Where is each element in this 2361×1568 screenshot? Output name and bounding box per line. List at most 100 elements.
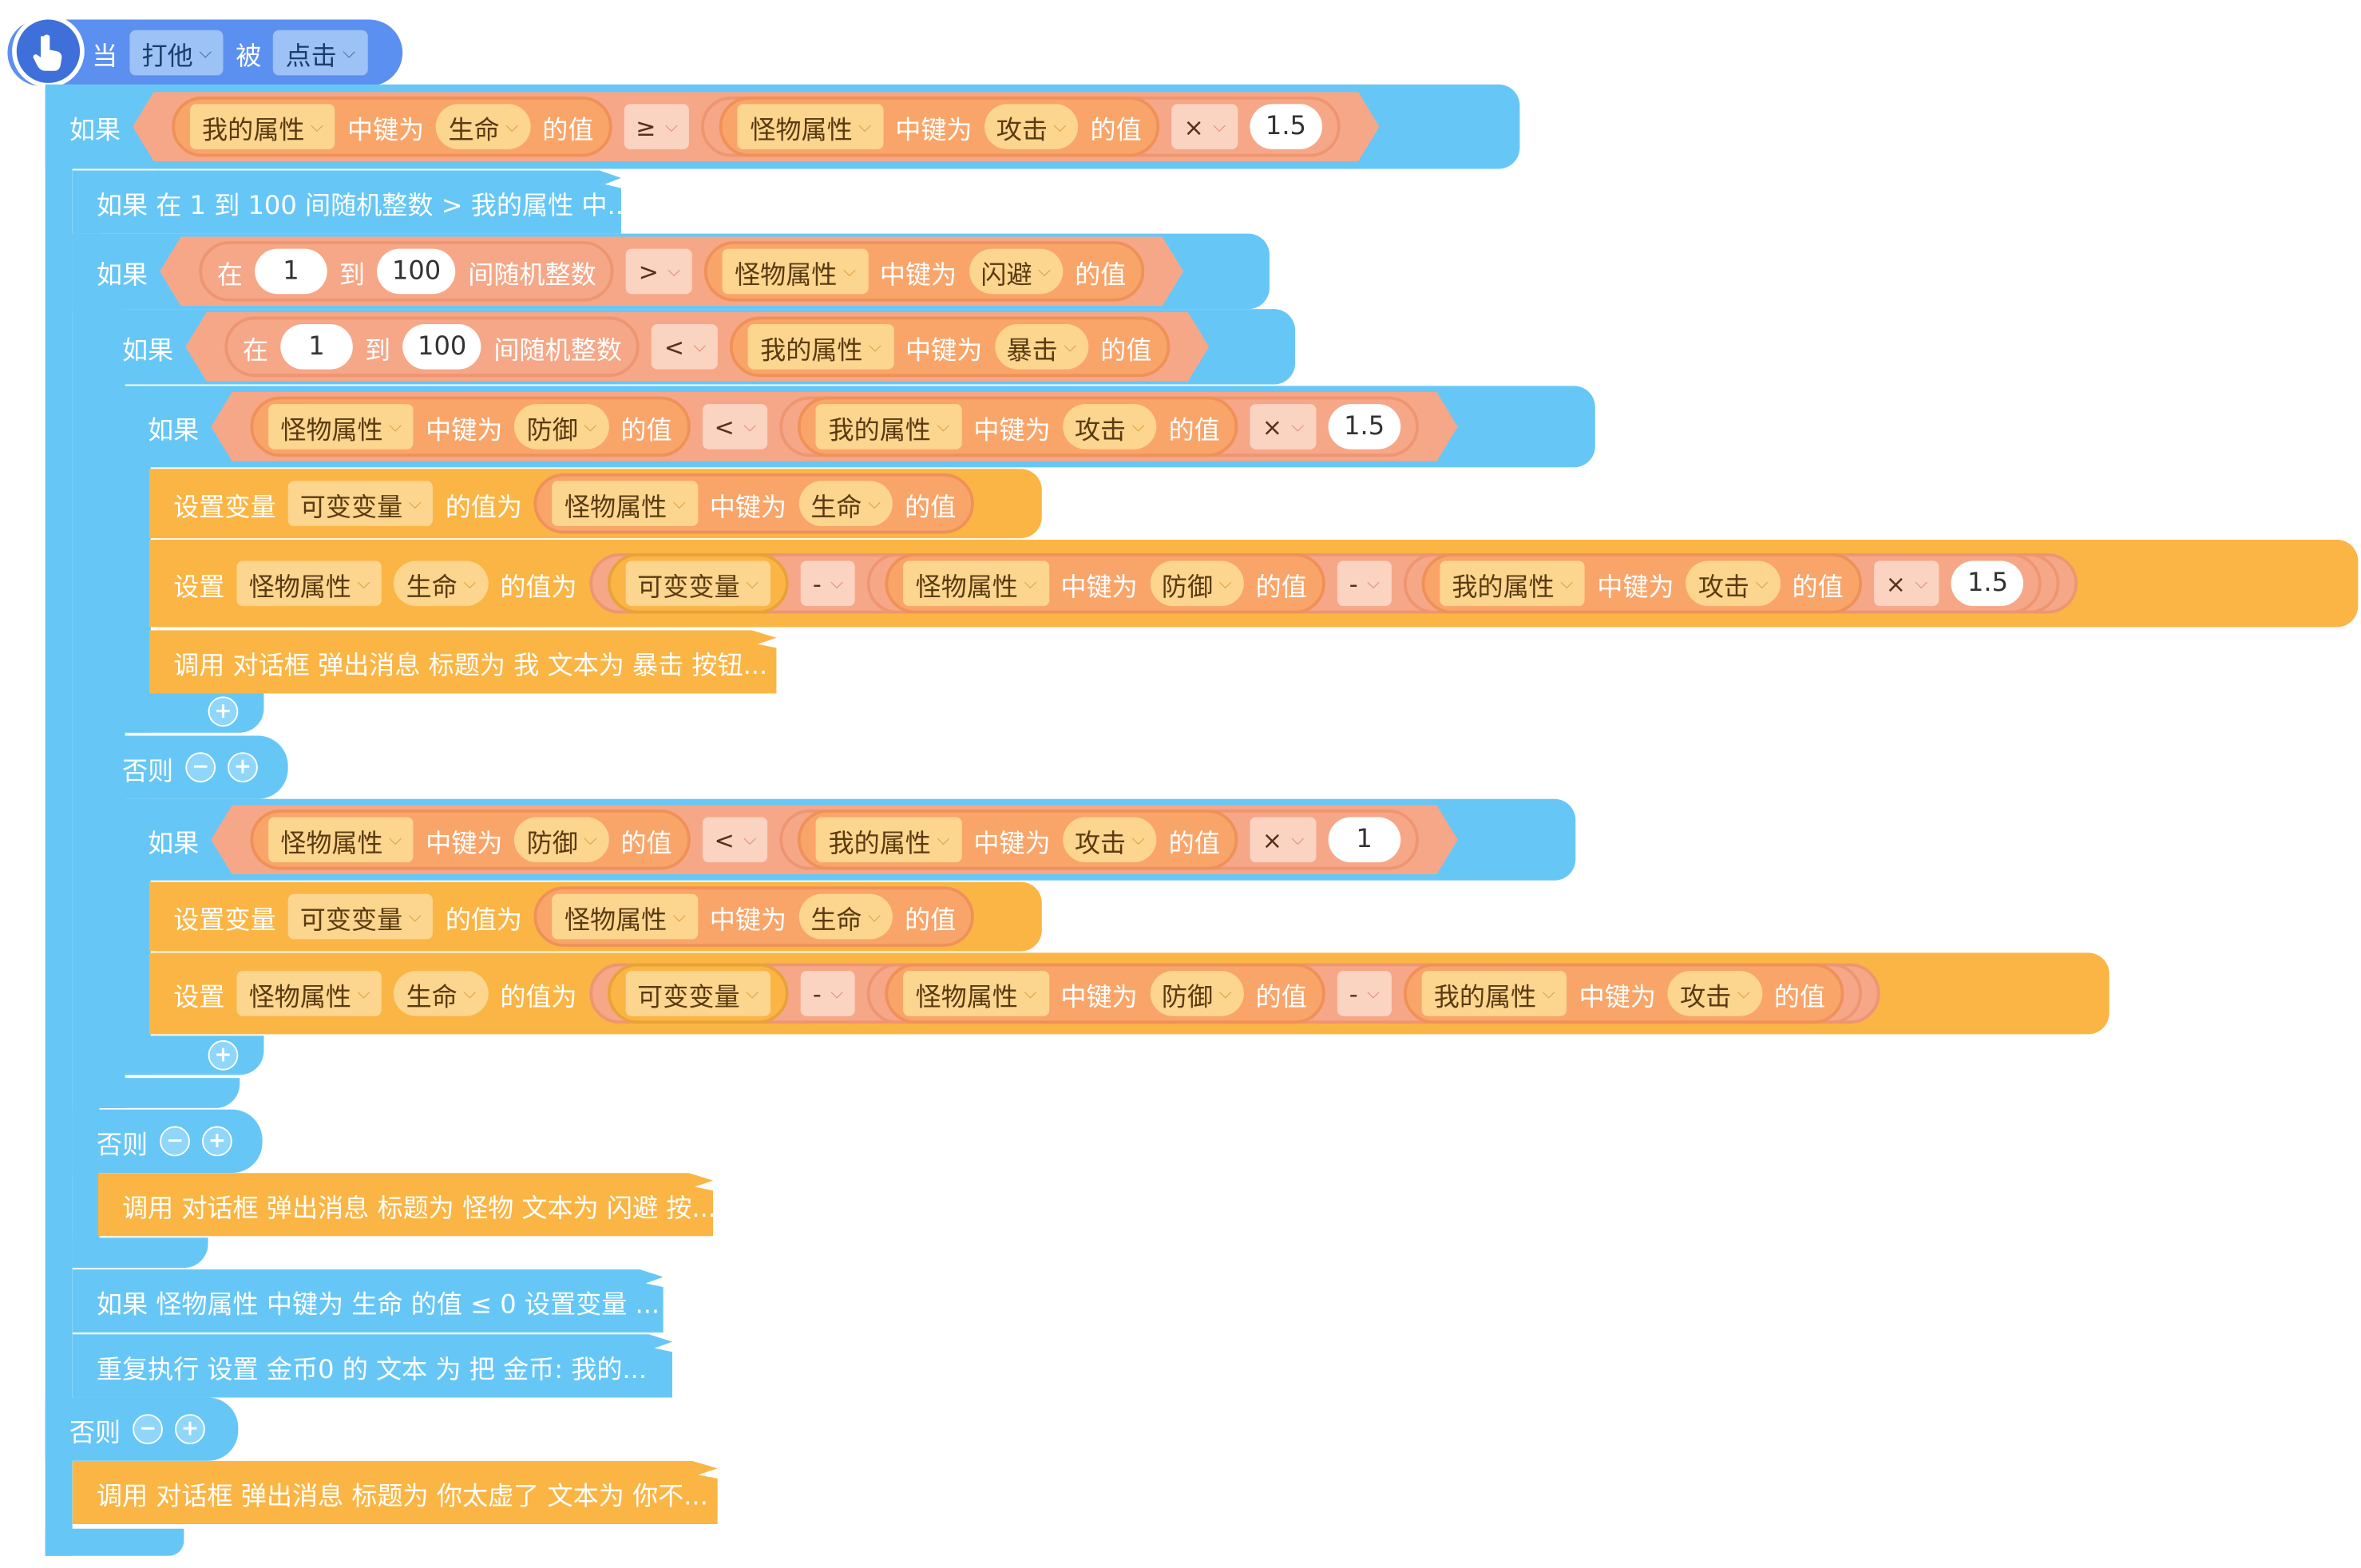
number-input[interactable]: 1	[1328, 817, 1400, 862]
if-block-row-1[interactable]: 如果 我的属性⌵ 中键为 生命⌵ 的值 ≥⌵ 怪物属性⌵ 中键为 攻击⌵ 的值 …	[45, 84, 1520, 169]
mul-operator-dropdown[interactable]: ×⌵	[1171, 104, 1238, 149]
number-input[interactable]: 1.5	[1951, 560, 2024, 607]
collapsed-block-6[interactable]: 调用 对话框 弹出消息 标题为 你太虚了 文本为 你不...	[72, 1460, 718, 1525]
random-int-block[interactable]: 在 1 到 100 间随机整数	[199, 241, 614, 302]
def-dropdown[interactable]: 防御⌵	[1149, 560, 1244, 607]
mon-attr-dropdown[interactable]: 怪物属性⌵	[903, 971, 1049, 1016]
def-dropdown[interactable]: 防御⌵	[515, 404, 609, 449]
hp-dropdown[interactable]: 生命⌵	[798, 481, 893, 527]
minus-operator-dropdown[interactable]: -⌵	[1337, 971, 1392, 1016]
my-attr-dropdown[interactable]: 我的属性⌵	[816, 404, 961, 449]
my-attr-dropdown[interactable]: 我的属性⌵	[1440, 560, 1586, 607]
atk-dropdown[interactable]: 攻击⌵	[1686, 560, 1781, 607]
collapsed-block-3[interactable]: 调用 对话框 弹出消息 标题为 怪物 文本为 闪避 按...	[97, 1173, 714, 1237]
subtract-block-inner[interactable]: 怪物属性⌵ 中键为 防御⌵ 的值 -⌵ 我的属性⌵ 中键为 攻击⌵ 的值	[867, 963, 1862, 1024]
number-input[interactable]: 100	[402, 324, 481, 370]
condition-gt[interactable]: 在 1 到 100 间随机整数 >⌵ 怪物属性⌵ 中键为 闪避⌵ 的值	[160, 236, 1183, 306]
multiply-block[interactable]: 我的属性⌵ 中键为 攻击⌵ 的值 ×⌵ 1	[780, 810, 1419, 870]
minus-circle-icon[interactable]: −	[133, 1414, 163, 1444]
number-input[interactable]: 1	[280, 324, 353, 370]
set-dict-block[interactable]: 设置 怪物属性⌵ 生命⌵ 的值为 可变变量⌵ -⌵ 怪物属性⌵ 中键为 防御⌵ …	[149, 952, 2109, 1035]
dict-get-mon-def[interactable]: 怪物属性⌵ 中键为 防御⌵ 的值	[885, 963, 1325, 1024]
hp-dropdown[interactable]: 生命⌵	[394, 560, 489, 607]
my-attr-dropdown[interactable]: 我的属性⌵	[748, 324, 893, 370]
variable-dropdown[interactable]: 可变变量⌵	[287, 893, 434, 940]
multiply-block[interactable]: 怪物属性⌵ 中键为 攻击⌵ 的值 ×⌵ 1.5	[702, 97, 1341, 157]
dict-get-my-hp[interactable]: 我的属性⌵ 中键为 生命⌵ 的值	[172, 97, 612, 157]
minus-circle-icon[interactable]: −	[160, 1126, 190, 1157]
random-int-block[interactable]: 在 1 到 100 间随机整数	[224, 317, 640, 378]
variable-getter[interactable]: 可变变量⌵	[607, 963, 789, 1024]
mon-attr-dropdown[interactable]: 怪物属性⌵	[268, 404, 414, 449]
subtract-block[interactable]: 可变变量⌵ -⌵ 怪物属性⌵ 中键为 防御⌵ 的值 -⌵ 我的属性⌵ 中键为 攻…	[588, 963, 1880, 1024]
atk-dropdown[interactable]: 攻击⌵	[1063, 817, 1157, 862]
hp-dropdown[interactable]: 生命⌵	[436, 104, 530, 149]
variable-dropdown[interactable]: 可变变量⌵	[287, 481, 434, 527]
my-attr-dropdown[interactable]: 我的属性⌵	[816, 817, 961, 862]
variable-dropdown[interactable]: 可变变量⌵	[625, 971, 770, 1016]
plus-circle-icon[interactable]: +	[202, 1126, 232, 1157]
minus-operator-dropdown[interactable]: -⌵	[1337, 560, 1392, 607]
variable-getter[interactable]: 可变变量⌵	[607, 553, 789, 614]
number-input[interactable]: 1.5	[1250, 104, 1322, 149]
mon-attr-dropdown[interactable]: 怪物属性⌵	[552, 481, 698, 527]
variable-dropdown[interactable]: 可变变量⌵	[625, 560, 770, 607]
multiply-block[interactable]: 我的属性⌵ 中键为 攻击⌵ 的值 ×⌵ 1.5	[780, 397, 1419, 457]
condition-lt[interactable]: 怪物属性⌵ 中键为 防御⌵ 的值 <⌵ 我的属性⌵ 中键为 攻击⌵ 的值 ×⌵ …	[211, 392, 1457, 461]
collapsed-block-5[interactable]: 重复执行 设置 金币0 的 文本 为 把 金币: 我的...	[72, 1334, 673, 1398]
dict-get-my-atk[interactable]: 我的属性⌵ 中键为 攻击⌵ 的值	[1403, 963, 1844, 1024]
mon-attr-dropdown[interactable]: 怪物属性⌵	[236, 971, 382, 1016]
atk-dropdown[interactable]: 攻击⌵	[1063, 404, 1157, 449]
crit-dropdown[interactable]: 暴击⌵	[994, 324, 1088, 370]
collapsed-block-4[interactable]: 如果 怪物属性 中键为 生命 的值 ≤ 0 设置变量 ...	[72, 1269, 664, 1333]
collapsed-block-1[interactable]: 如果 在 1 到 100 间随机整数 > 我的属性 中...	[72, 170, 621, 234]
atk-dropdown[interactable]: 攻击⌵	[984, 104, 1079, 149]
subtract-block-inner[interactable]: 怪物属性⌵ 中键为 防御⌵ 的值 -⌵ 我的属性⌵ 中键为 攻击⌵ 的值 ×⌵ …	[867, 553, 2061, 614]
dict-get-mon-def[interactable]: 怪物属性⌵ 中键为 防御⌵ 的值	[885, 553, 1325, 614]
condition-lt[interactable]: 怪物属性⌵ 中键为 防御⌵ 的值 <⌵ 我的属性⌵ 中键为 攻击⌵ 的值 ×⌵ …	[211, 805, 1457, 874]
dict-get-my-atk[interactable]: 我的属性⌵ 中键为 攻击⌵ 的值	[1421, 553, 1862, 614]
my-attr-dropdown[interactable]: 我的属性⌵	[190, 104, 335, 149]
mon-attr-dropdown[interactable]: 怪物属性⌵	[738, 104, 883, 149]
set-variable-block[interactable]: 设置变量 可变变量⌵ 的值为 怪物属性⌵ 中键为 生命⌵ 的值	[149, 881, 1042, 952]
dict-get-my-atk[interactable]: 我的属性⌵ 中键为 攻击⌵ 的值	[798, 810, 1238, 870]
mon-attr-dropdown[interactable]: 怪物属性⌵	[552, 893, 698, 940]
def-dropdown[interactable]: 防御⌵	[1149, 971, 1244, 1016]
ge-operator-dropdown[interactable]: ≥⌵	[624, 104, 690, 149]
dict-get-mon-atk[interactable]: 怪物属性⌵ 中键为 攻击⌵ 的值	[720, 97, 1160, 157]
set-variable-block[interactable]: 设置变量 可变变量⌵ 的值为 怪物属性⌵ 中键为 生命⌵ 的值	[149, 469, 1042, 539]
plus-circle-icon[interactable]: +	[228, 752, 258, 783]
minus-operator-dropdown[interactable]: -⌵	[800, 971, 855, 1016]
if-block-row-4[interactable]: 如果 怪物属性⌵ 中键为 防御⌵ 的值 <⌵ 我的属性⌵ 中键为 攻击⌵ 的值 …	[123, 386, 1595, 468]
number-input[interactable]: 1	[255, 249, 327, 295]
dodge-dropdown[interactable]: 闪避⌵	[969, 249, 1063, 295]
mul-operator-dropdown[interactable]: ×⌵	[1250, 404, 1317, 449]
number-input[interactable]: 1.5	[1328, 404, 1400, 449]
gt-operator-dropdown[interactable]: >⌵	[627, 249, 693, 295]
dict-get-mon-dodge[interactable]: 怪物属性⌵ 中键为 闪避⌵ 的值	[704, 241, 1144, 302]
if-block-row-5[interactable]: 如果 怪物属性⌵ 中键为 防御⌵ 的值 <⌵ 我的属性⌵ 中键为 攻击⌵ 的值 …	[123, 798, 1576, 881]
mul-operator-dropdown[interactable]: ×⌵	[1873, 560, 1940, 607]
number-input[interactable]: 100	[377, 249, 456, 295]
dict-get-mon-hp[interactable]: 怪物属性⌵ 中键为 生命⌵ 的值	[534, 886, 974, 947]
subtract-block[interactable]: 可变变量⌵ -⌵ 怪物属性⌵ 中键为 防御⌵ 的值 -⌵ 我的属性⌵ 中键为 攻…	[588, 553, 2078, 614]
minus-circle-icon[interactable]: −	[185, 752, 216, 783]
hp-dropdown[interactable]: 生命⌵	[394, 971, 489, 1016]
def-dropdown[interactable]: 防御⌵	[515, 817, 609, 862]
collapsed-block-2[interactable]: 调用 对话框 弹出消息 标题为 我 文本为 暴击 按钮...	[149, 630, 777, 694]
set-dict-block[interactable]: 设置 怪物属性⌵ 生命⌵ 的值为 可变变量⌵ -⌵ 怪物属性⌵ 中键为 防御⌵ …	[149, 540, 2359, 628]
dict-get-mon-hp[interactable]: 怪物属性⌵ 中键为 生命⌵ 的值	[534, 473, 974, 534]
condition-lt[interactable]: 在 1 到 100 间随机整数 <⌵ 我的属性⌵ 中键为 暴击⌵ 的值	[185, 312, 1209, 382]
dict-get-mon-def[interactable]: 怪物属性⌵ 中键为 防御⌵ 的值	[250, 397, 690, 457]
mon-attr-dropdown[interactable]: 怪物属性⌵	[268, 817, 414, 862]
mon-attr-dropdown[interactable]: 怪物属性⌵	[236, 560, 382, 607]
plus-circle-icon[interactable]: +	[208, 1039, 239, 1071]
atk-dropdown[interactable]: 攻击⌵	[1668, 971, 1762, 1016]
multiply-block[interactable]: 我的属性⌵ 中键为 攻击⌵ 的值 ×⌵ 1.5	[1403, 553, 2042, 614]
dict-get-my-crit[interactable]: 我的属性⌵ 中键为 暴击⌵ 的值	[730, 317, 1170, 378]
dict-get-my-atk[interactable]: 我的属性⌵ 中键为 攻击⌵ 的值	[798, 397, 1238, 457]
minus-operator-dropdown[interactable]: -⌵	[800, 560, 855, 607]
plus-circle-icon[interactable]: +	[208, 696, 239, 727]
condition-ge[interactable]: 我的属性⌵ 中键为 生命⌵ 的值 ≥⌵ 怪物属性⌵ 中键为 攻击⌵ 的值 ×⌵ …	[133, 92, 1379, 161]
hat-target-dropdown[interactable]: 打他⌵	[129, 30, 224, 76]
